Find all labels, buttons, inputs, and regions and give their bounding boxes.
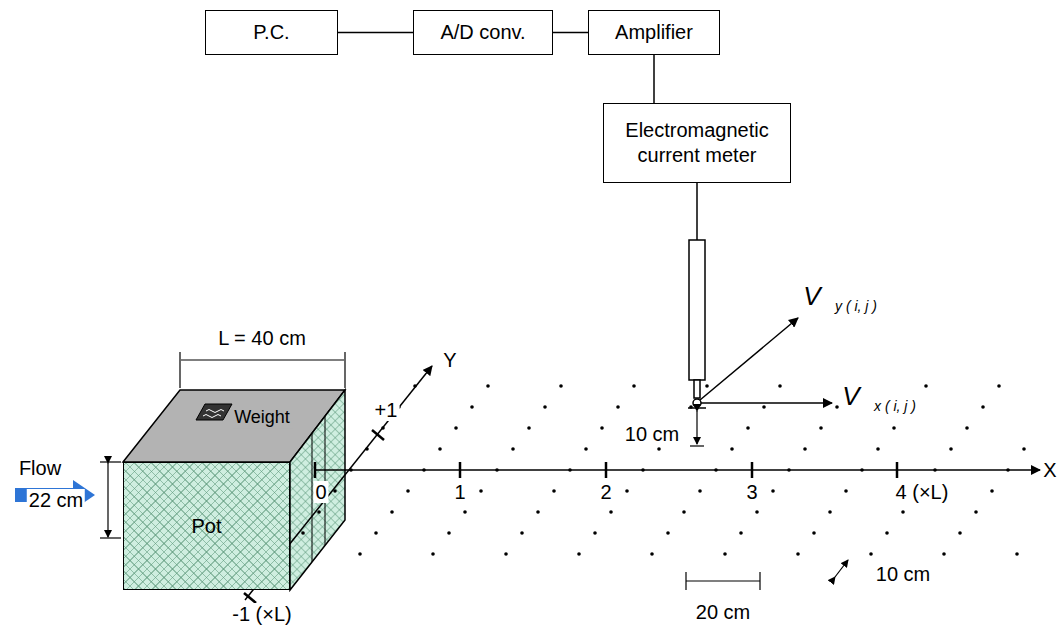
tick-label: 1 [452,481,467,503]
dimension-line [686,572,760,590]
weight-icon [196,404,232,420]
dimension-label: 20 cm [694,601,752,623]
dimension-line [835,560,848,577]
part-label: Weight [232,408,292,428]
tick-label: -1 (×L) [230,603,293,625]
box-label: A/D conv. [434,18,531,47]
tick-label: 4 (×L) [894,481,951,503]
signal-wire [553,32,588,34]
axis-tick [244,430,897,603]
measurement-points [285,384,1026,556]
axis-label: X [1041,459,1058,481]
velocity-symbol: V [840,382,861,411]
velocity-arrow [700,318,798,400]
box-label: P.C. [247,18,295,47]
device-box: A/D conv. [413,10,553,55]
dimension-label: 10 cm [874,563,932,585]
dimension-line [100,462,121,538]
device-box: P.C. [205,10,338,55]
velocity-subscript: y ( i, j ) [833,299,879,314]
dimension-label: 10 cm [623,423,681,445]
velocity-arrow [701,402,832,404]
signal-wire [653,55,655,103]
tick-label: +1 [373,399,400,421]
velocity-symbol: V [801,282,822,311]
tick-label: 0 [313,481,328,503]
box-label: Electromagnetic current meter [604,116,790,170]
tick-label: 3 [744,481,759,503]
signal-wire [338,32,413,34]
axis-label: Y [441,349,458,371]
pot-side [290,390,345,590]
dimension-line [690,411,704,446]
device-box: Amplifier [588,10,720,55]
dimension-label: L = 40 cm [216,327,308,349]
dimension-label: 22 cm [27,489,85,511]
pot-front: Pot [123,462,290,590]
box-label: Amplifier [609,18,699,47]
flow-arrow [15,480,95,510]
velocity-subscript: x ( i, j ) [872,399,918,414]
box-label: Pot [185,512,227,541]
flow-label: Flow [17,457,63,479]
tick-label: 2 [598,481,613,503]
probe [688,183,706,408]
dimension-line [180,352,345,388]
device-box: Electromagnetic current meter [603,103,791,183]
